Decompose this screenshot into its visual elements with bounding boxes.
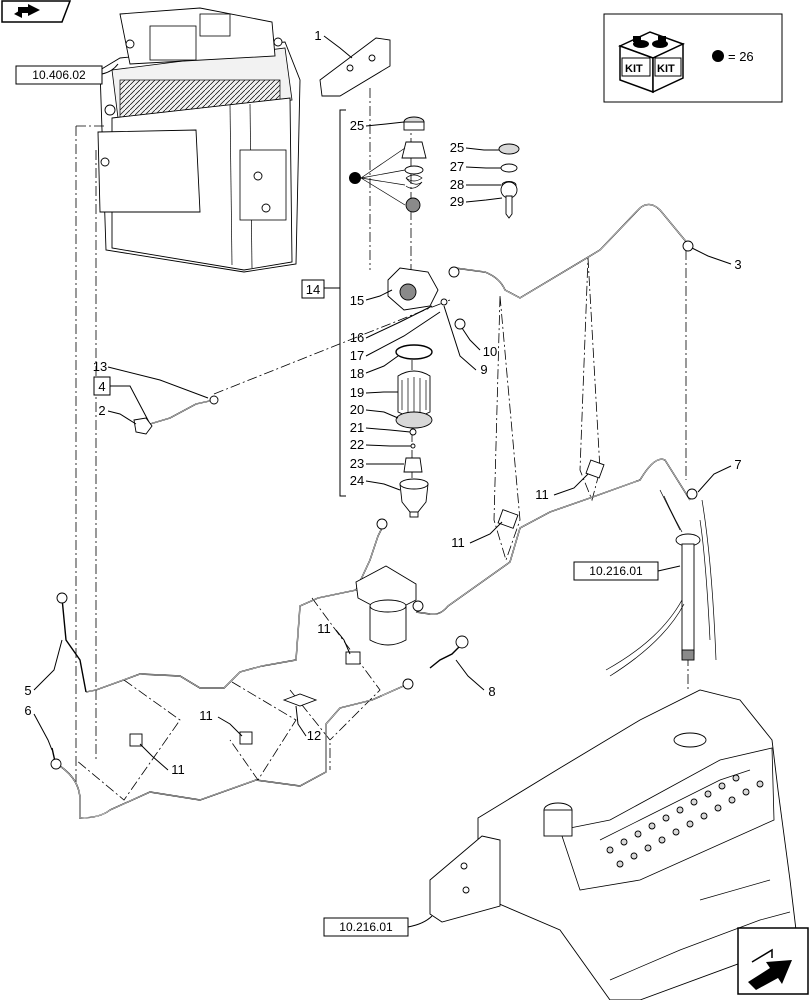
callout-8[interactable]: 8 [455, 659, 496, 699]
callout-11c-label: 11 [317, 621, 331, 636]
callout-25b-label: 25 [450, 140, 464, 155]
callout-5[interactable]: 5 [24, 639, 63, 698]
callout-22[interactable]: 22 [350, 437, 411, 452]
callout-8-label: 8 [488, 684, 495, 699]
next-page-icon[interactable] [737, 927, 809, 995]
kit-legend-box: KIT KIT = 26 [603, 13, 783, 103]
reference-box-sender[interactable]: 10.216.01 [573, 561, 681, 581]
callout-1-label: 1 [314, 28, 321, 43]
callout-7[interactable]: 7 [697, 457, 742, 493]
callout-11-d[interactable]: 11 [199, 708, 243, 737]
callout-24[interactable]: 24 [350, 473, 401, 491]
callout-19[interactable]: 19 [350, 385, 398, 400]
callout-12-label: 12 [307, 728, 321, 743]
callout-20-label: 20 [350, 402, 364, 417]
secondary-filter [355, 565, 417, 646]
callout-17-label: 17 [350, 348, 364, 363]
callout-16-label: 16 [350, 330, 364, 345]
callout-11-a[interactable]: 11 [535, 473, 589, 502]
callout-14-label: 14 [306, 282, 320, 297]
callout-28[interactable]: 28 [450, 177, 501, 192]
callout-19-label: 19 [350, 385, 364, 400]
fuel-filter-assembly [319, 37, 520, 518]
reference-box-tank[interactable]: 10.216.01 [323, 915, 433, 937]
callout-box-4[interactable]: 4 [93, 376, 151, 425]
callout-4-label: 4 [98, 379, 105, 394]
callout-12[interactable]: 12 [295, 705, 321, 743]
callout-20[interactable]: 20 [350, 402, 399, 419]
kit-bullet-icon [712, 50, 724, 62]
tank-vent-holes [606, 774, 764, 868]
callout-13-label: 13 [93, 359, 107, 374]
fuel-tank [429, 689, 797, 1000]
callout-6-label: 6 [24, 703, 31, 718]
callout-25-b[interactable]: 25 [450, 140, 499, 155]
callout-29[interactable]: 29 [450, 194, 503, 209]
callout-24-label: 24 [350, 473, 364, 488]
kit-label-left: KIT [625, 63, 643, 75]
callout-15[interactable]: 15 [350, 289, 393, 308]
fuel-level-sender [605, 489, 717, 677]
kit-label-right: KIT [657, 63, 675, 75]
callout-22-label: 22 [350, 437, 364, 452]
previous-page-icon[interactable] [1, 0, 72, 23]
callout-box-14[interactable]: 14 [301, 279, 325, 299]
callout-9[interactable]: 9 [443, 305, 488, 377]
callout-27[interactable]: 27 [450, 159, 501, 174]
callout-10[interactable]: 10 [461, 327, 497, 359]
reference-tank-label: 10.216.01 [339, 920, 393, 934]
callout-11-b[interactable]: 11 [451, 521, 503, 550]
reference-sender-label: 10.216.01 [589, 564, 643, 578]
callout-2-label: 2 [98, 403, 105, 418]
callout-11d-label: 11 [199, 708, 213, 723]
callout-21-label: 21 [350, 420, 364, 435]
reference-box-cooler[interactable]: 10.406.02 [15, 63, 119, 85]
cooler-assembly [97, 7, 301, 273]
callout-3-label: 3 [734, 257, 741, 272]
callout-28-label: 28 [450, 177, 464, 192]
reference-cooler-label: 10.406.02 [32, 68, 86, 82]
callout-21[interactable]: 21 [350, 420, 411, 435]
clamp-parts [50, 240, 698, 770]
callout-27-label: 27 [450, 159, 464, 174]
callout-16[interactable]: 16 [350, 305, 433, 345]
callout-18[interactable]: 18 [350, 355, 399, 381]
callout-11a-label: 11 [535, 487, 549, 502]
callout-25a-label: 25 [350, 118, 364, 133]
callout-5-label: 5 [24, 683, 31, 698]
callout-18-label: 18 [350, 366, 364, 381]
callout-15-label: 15 [350, 293, 364, 308]
callout-6[interactable]: 6 [24, 703, 53, 751]
callout-2[interactable]: 2 [98, 403, 137, 425]
kit-legend-text: = 26 [728, 49, 754, 64]
callout-9-label: 9 [480, 362, 487, 377]
callout-23[interactable]: 23 [350, 456, 404, 471]
callout-11-c[interactable]: 11 [317, 621, 351, 655]
callout-29-label: 29 [450, 194, 464, 209]
callout-13[interactable]: 13 [93, 359, 209, 399]
callout-25-a[interactable]: 25 [350, 118, 405, 133]
callout-7-label: 7 [734, 457, 741, 472]
callout-11b-label: 11 [451, 535, 465, 550]
callout-11e-label: 11 [171, 762, 185, 777]
callout-3[interactable]: 3 [691, 247, 742, 272]
callout-23-label: 23 [350, 456, 364, 471]
fuel-lines [51, 203, 691, 819]
callout-1[interactable]: 1 [314, 28, 353, 59]
kit-box-icon [618, 31, 685, 94]
group-14-bracket [324, 109, 346, 497]
callout-11-e[interactable]: 11 [139, 743, 185, 777]
kit-bullet-marker [349, 172, 361, 184]
callout-17[interactable]: 17 [350, 311, 441, 363]
callout-10-label: 10 [483, 344, 497, 359]
